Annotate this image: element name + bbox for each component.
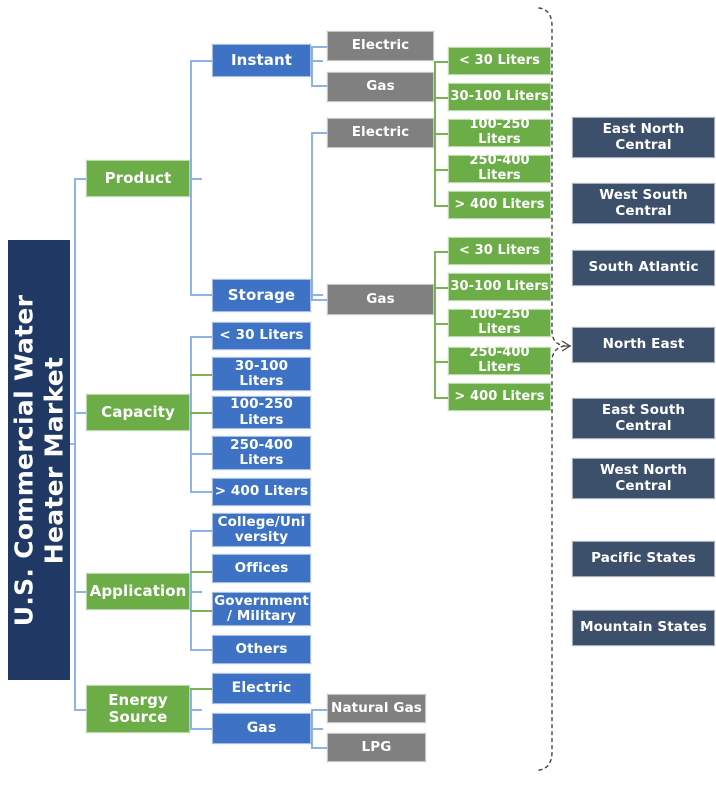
capacity-item-2[interactable]: 100-250 Liters xyxy=(212,396,311,429)
connector-energy-0 xyxy=(190,688,212,690)
instant-energy-electric[interactable]: Electric xyxy=(327,31,434,61)
region-south-atlantic[interactable]: South Atlantic xyxy=(572,250,715,286)
storage-electric-capacity-2[interactable]: 100-250 Liters xyxy=(448,118,551,147)
connector-application-0 xyxy=(190,530,212,532)
connector-electric-cap-3 xyxy=(434,169,448,171)
application-item-2[interactable]: Government / Military xyxy=(212,592,311,626)
connector-capacity-0 xyxy=(190,336,212,338)
connector-product-spine xyxy=(190,60,192,296)
capacity-item-3[interactable]: 250-400 Liters xyxy=(212,436,311,470)
connector-energy-spine xyxy=(190,688,192,730)
connector-storage-out xyxy=(311,294,323,296)
connector-title-stub xyxy=(66,443,76,445)
connector-capacity-1 xyxy=(190,374,212,376)
region-north-east[interactable]: North East xyxy=(572,327,715,363)
instant-energy-gas[interactable]: Gas xyxy=(327,72,434,102)
connector-gas-cap-4 xyxy=(434,397,448,399)
connector-storage-gas xyxy=(311,299,327,301)
connector-capacity-spine xyxy=(190,336,192,492)
connector-application-spine xyxy=(190,530,192,650)
region-east-north-central[interactable]: East North Central xyxy=(572,117,715,158)
capacity-item-1[interactable]: 30-100 Liters xyxy=(212,357,311,391)
connector-segment-capacity xyxy=(74,412,86,414)
connector-instant-electric xyxy=(311,46,327,48)
connector-application-3 xyxy=(190,649,212,651)
region-west-south-central[interactable]: West South Central xyxy=(572,183,715,224)
connector-gas-out xyxy=(311,728,323,730)
region-mountain-states[interactable]: Mountain States xyxy=(572,610,715,646)
connector-instant-spine xyxy=(311,46,313,86)
application-item-1[interactable]: Offices xyxy=(212,554,311,583)
connector-electric-cap-4 xyxy=(434,205,448,207)
page-title-line-2: Heater Market xyxy=(39,356,69,564)
connector-product-instant xyxy=(190,60,212,62)
connector-gas-cap-0 xyxy=(434,251,448,253)
connector-application-out xyxy=(190,591,202,593)
connector-capacity-4 xyxy=(190,491,212,493)
connector-energy-out xyxy=(190,709,202,711)
product-type-storage[interactable]: Storage xyxy=(212,279,311,312)
storage-gas-capacity-3[interactable]: 250-400 Liters xyxy=(448,346,551,375)
energy-source-electric[interactable]: Electric xyxy=(212,673,311,704)
connector-storage-electric xyxy=(311,132,327,134)
storage-electric-capacity-3[interactable]: 250-400 Liters xyxy=(448,154,551,183)
connector-segment-application xyxy=(74,591,86,593)
storage-electric-capacity-1[interactable]: 30-100 Liters xyxy=(448,83,551,111)
connector-gas-cap-2 xyxy=(434,323,448,325)
storage-electric-capacity-0[interactable]: < 30 Liters xyxy=(448,47,551,75)
storage-gas-capacity-0[interactable]: < 30 Liters xyxy=(448,237,551,265)
connector-application-1 xyxy=(190,571,212,573)
connector-storage-spine xyxy=(311,132,313,300)
connector-gas-cap-3 xyxy=(434,361,448,363)
capacity-item-0[interactable]: < 30 Liters xyxy=(212,322,311,350)
storage-energy-gas[interactable]: Gas xyxy=(327,284,434,315)
product-type-instant[interactable]: Instant xyxy=(212,44,311,77)
page-title-text: U.S. Commercial Water Heater Market xyxy=(10,294,69,626)
connector-gas-spine xyxy=(311,709,313,749)
connector-application-2 xyxy=(190,610,212,612)
gas-type-natural-gas[interactable]: Natural Gas xyxy=(327,694,426,723)
segment-application[interactable]: Application xyxy=(86,573,190,610)
page-title: U.S. Commercial Water Heater Market xyxy=(8,240,70,680)
storage-energy-electric[interactable]: Electric xyxy=(327,118,434,148)
storage-gas-capacity-4[interactable]: > 400 Liters xyxy=(448,383,551,411)
connector-gas-natural xyxy=(311,709,327,711)
gas-type-lpg[interactable]: LPG xyxy=(327,733,426,762)
connector-product-storage xyxy=(190,294,212,296)
connector-capacity-2 xyxy=(190,412,212,414)
segment-capacity[interactable]: Capacity xyxy=(86,394,190,431)
energy-source-gas[interactable]: Gas xyxy=(212,713,311,744)
segment-product[interactable]: Product xyxy=(86,160,190,197)
connector-gas-lpg xyxy=(311,747,327,749)
application-item-0[interactable]: College/Uni versity xyxy=(212,513,311,547)
connector-electric-cap-2 xyxy=(434,133,448,135)
application-item-3[interactable]: Others xyxy=(212,635,311,664)
connector-electric-cap-0 xyxy=(434,61,448,63)
page-title-line-1: U.S. Commercial Water xyxy=(9,294,39,626)
segment-energy-source[interactable]: Energy Source xyxy=(86,685,190,733)
connector-electric-cap-1 xyxy=(434,97,448,99)
storage-gas-capacity-2[interactable]: 100-250 Liters xyxy=(448,308,551,337)
connector-energy-1 xyxy=(190,728,212,730)
connector-instant-out xyxy=(311,60,323,62)
region-pacific-states[interactable]: Pacific States xyxy=(572,541,715,577)
connector-segment-product xyxy=(74,178,86,180)
storage-gas-capacity-1[interactable]: 30-100 Liters xyxy=(448,273,551,301)
connector-capacity-3 xyxy=(190,453,212,455)
storage-electric-capacity-4[interactable]: > 400 Liters xyxy=(448,191,551,219)
connector-instant-gas xyxy=(311,85,327,87)
capacity-item-4[interactable]: > 400 Liters xyxy=(212,478,311,506)
connector-product-out xyxy=(190,178,202,180)
connector-segment-energy xyxy=(74,709,86,711)
connector-gas-cap-1 xyxy=(434,287,448,289)
region-west-north-central[interactable]: West North Central xyxy=(572,458,715,499)
region-east-south-central[interactable]: East South Central xyxy=(572,398,715,439)
